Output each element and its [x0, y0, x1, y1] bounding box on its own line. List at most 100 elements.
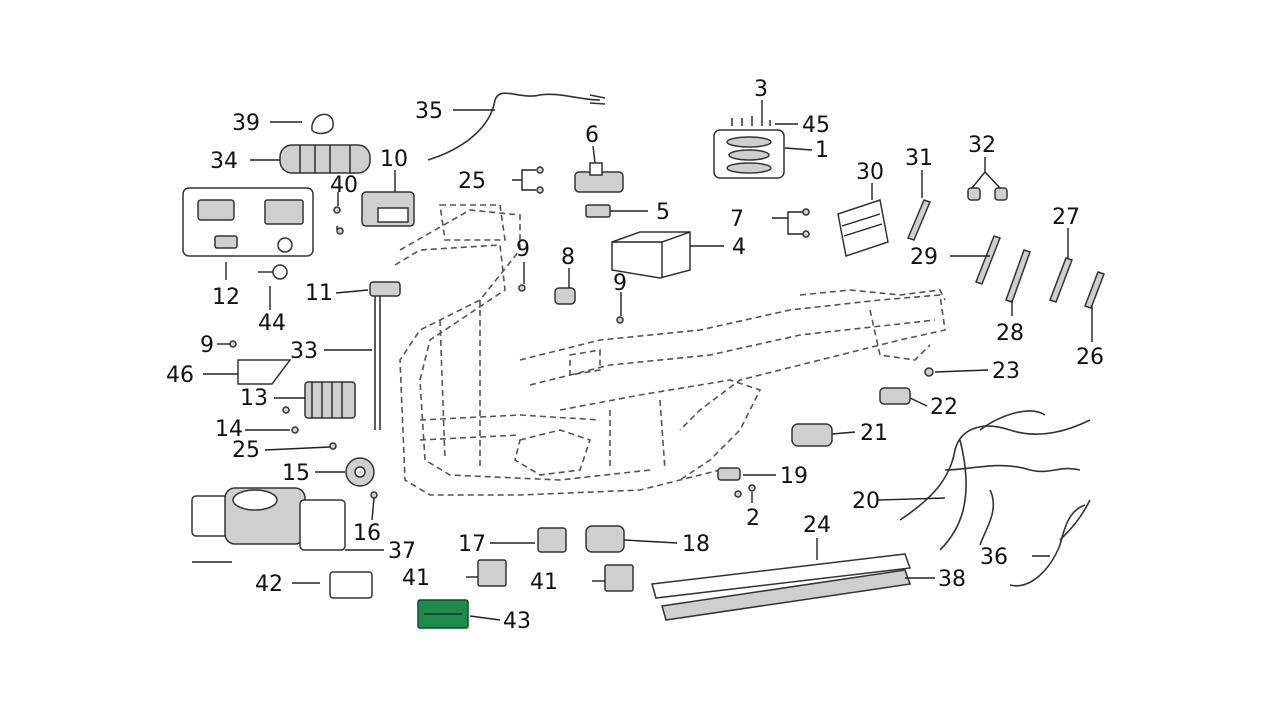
callout-3: 3 [754, 77, 768, 102]
callout-9-left: 9 [200, 333, 214, 358]
part-12-switch-kit [182, 187, 314, 257]
part-20-wiring-harness [899, 410, 1091, 551]
part-29-rod [975, 235, 1001, 285]
callout-2: 2 [746, 506, 760, 531]
part-11-sensor [369, 281, 401, 297]
callout-10: 10 [380, 147, 408, 172]
part-10-module [361, 191, 415, 227]
callout-25-lower: 25 [232, 438, 260, 463]
part-6-sensor [574, 162, 624, 193]
callout-41-left: 41 [402, 566, 430, 591]
callout-23: 23 [992, 359, 1020, 384]
callout-13: 13 [240, 386, 268, 411]
callout-1: 1 [815, 138, 829, 163]
part-41-relay-a [477, 559, 507, 587]
callout-31: 31 [905, 146, 933, 171]
callout-12: 12 [212, 285, 240, 310]
callout-9-mid: 9 [516, 237, 530, 262]
callout-27: 27 [1052, 205, 1080, 230]
callout-38: 38 [938, 567, 966, 592]
callout-6: 6 [585, 123, 599, 148]
callout-41-right: 41 [530, 570, 558, 595]
part-21-connector [791, 423, 833, 447]
part-1-ignition-switch [713, 129, 785, 179]
callout-21: 21 [860, 421, 888, 446]
part-4-battery [611, 231, 691, 279]
callout-labels: 39 34 10 40 12 44 11 9 33 46 13 14 25 15… [166, 77, 1104, 634]
part-37-throttle-body [191, 487, 346, 563]
part-23-bolt [924, 367, 934, 377]
part-17-relay [537, 527, 567, 553]
callout-17: 17 [458, 532, 486, 557]
part-22-sensor [879, 387, 911, 405]
part-24-tube [651, 553, 912, 599]
callout-26: 26 [1076, 345, 1104, 370]
callout-46: 46 [166, 363, 194, 388]
callout-25-upper: 25 [458, 169, 486, 194]
part-28-rod [1005, 249, 1031, 303]
callout-8: 8 [561, 245, 575, 270]
part-3-45-screws [731, 116, 771, 126]
part-31-rod [906, 199, 932, 241]
callout-33: 33 [290, 339, 318, 364]
callout-24: 24 [803, 513, 831, 538]
callout-22: 22 [930, 395, 958, 420]
part-16-screw [370, 491, 378, 499]
callout-18: 18 [682, 532, 710, 557]
part-46-bracket [237, 359, 292, 385]
part-34-connector [279, 144, 371, 174]
part-18-block [585, 525, 625, 553]
part-5-plug [585, 204, 611, 218]
part-14-screws [282, 406, 299, 434]
part-13-regulator [304, 381, 356, 419]
part-41-relay-b [604, 564, 634, 592]
part-2-screws [734, 484, 756, 498]
part-7-screws [802, 208, 810, 238]
part-40-bolt [333, 206, 344, 235]
callout-32: 32 [968, 133, 996, 158]
leader-lines [203, 100, 1093, 621]
part-43-fuse [417, 599, 469, 629]
callout-36: 36 [980, 545, 1008, 570]
part-32-bulbs [967, 187, 1008, 201]
part-44-key [258, 264, 288, 280]
part-8-sensor [554, 287, 576, 305]
part-42-gasket [329, 571, 373, 599]
callout-4: 4 [732, 235, 746, 260]
callout-19: 19 [780, 464, 808, 489]
callout-11: 11 [305, 281, 333, 306]
part-26-rod [1084, 271, 1105, 309]
callout-7: 7 [730, 207, 744, 232]
part-19-sensor [717, 467, 741, 481]
callout-30: 30 [856, 160, 884, 185]
part-9-screws [229, 284, 624, 348]
callout-9-right: 9 [613, 271, 627, 296]
part-39-clip [311, 113, 334, 135]
part-25-screw [329, 442, 337, 450]
callout-16: 16 [353, 521, 381, 546]
part-30-ecu [837, 199, 889, 257]
callout-39: 39 [232, 111, 260, 136]
callout-14: 14 [215, 417, 243, 442]
callout-45: 45 [802, 113, 830, 138]
part-25-screws-top [536, 166, 544, 194]
callout-5: 5 [656, 200, 670, 225]
callout-35: 35 [415, 99, 443, 124]
callout-37: 37 [388, 539, 416, 564]
part-15-horn [345, 457, 375, 487]
callout-20: 20 [852, 489, 880, 514]
part-36-harness [1009, 499, 1091, 587]
part-38-sleeve [661, 569, 912, 621]
frame-chassis [394, 204, 946, 496]
callout-34: 34 [210, 149, 238, 174]
callout-29: 29 [910, 245, 938, 270]
part-35-cable [427, 92, 606, 161]
callout-28: 28 [996, 321, 1024, 346]
part-27-rod [1049, 257, 1073, 303]
callout-40: 40 [330, 173, 358, 198]
part-33-cable [374, 296, 381, 430]
callout-44: 44 [258, 311, 286, 336]
callout-42: 42 [255, 572, 283, 597]
callout-15: 15 [282, 461, 310, 486]
